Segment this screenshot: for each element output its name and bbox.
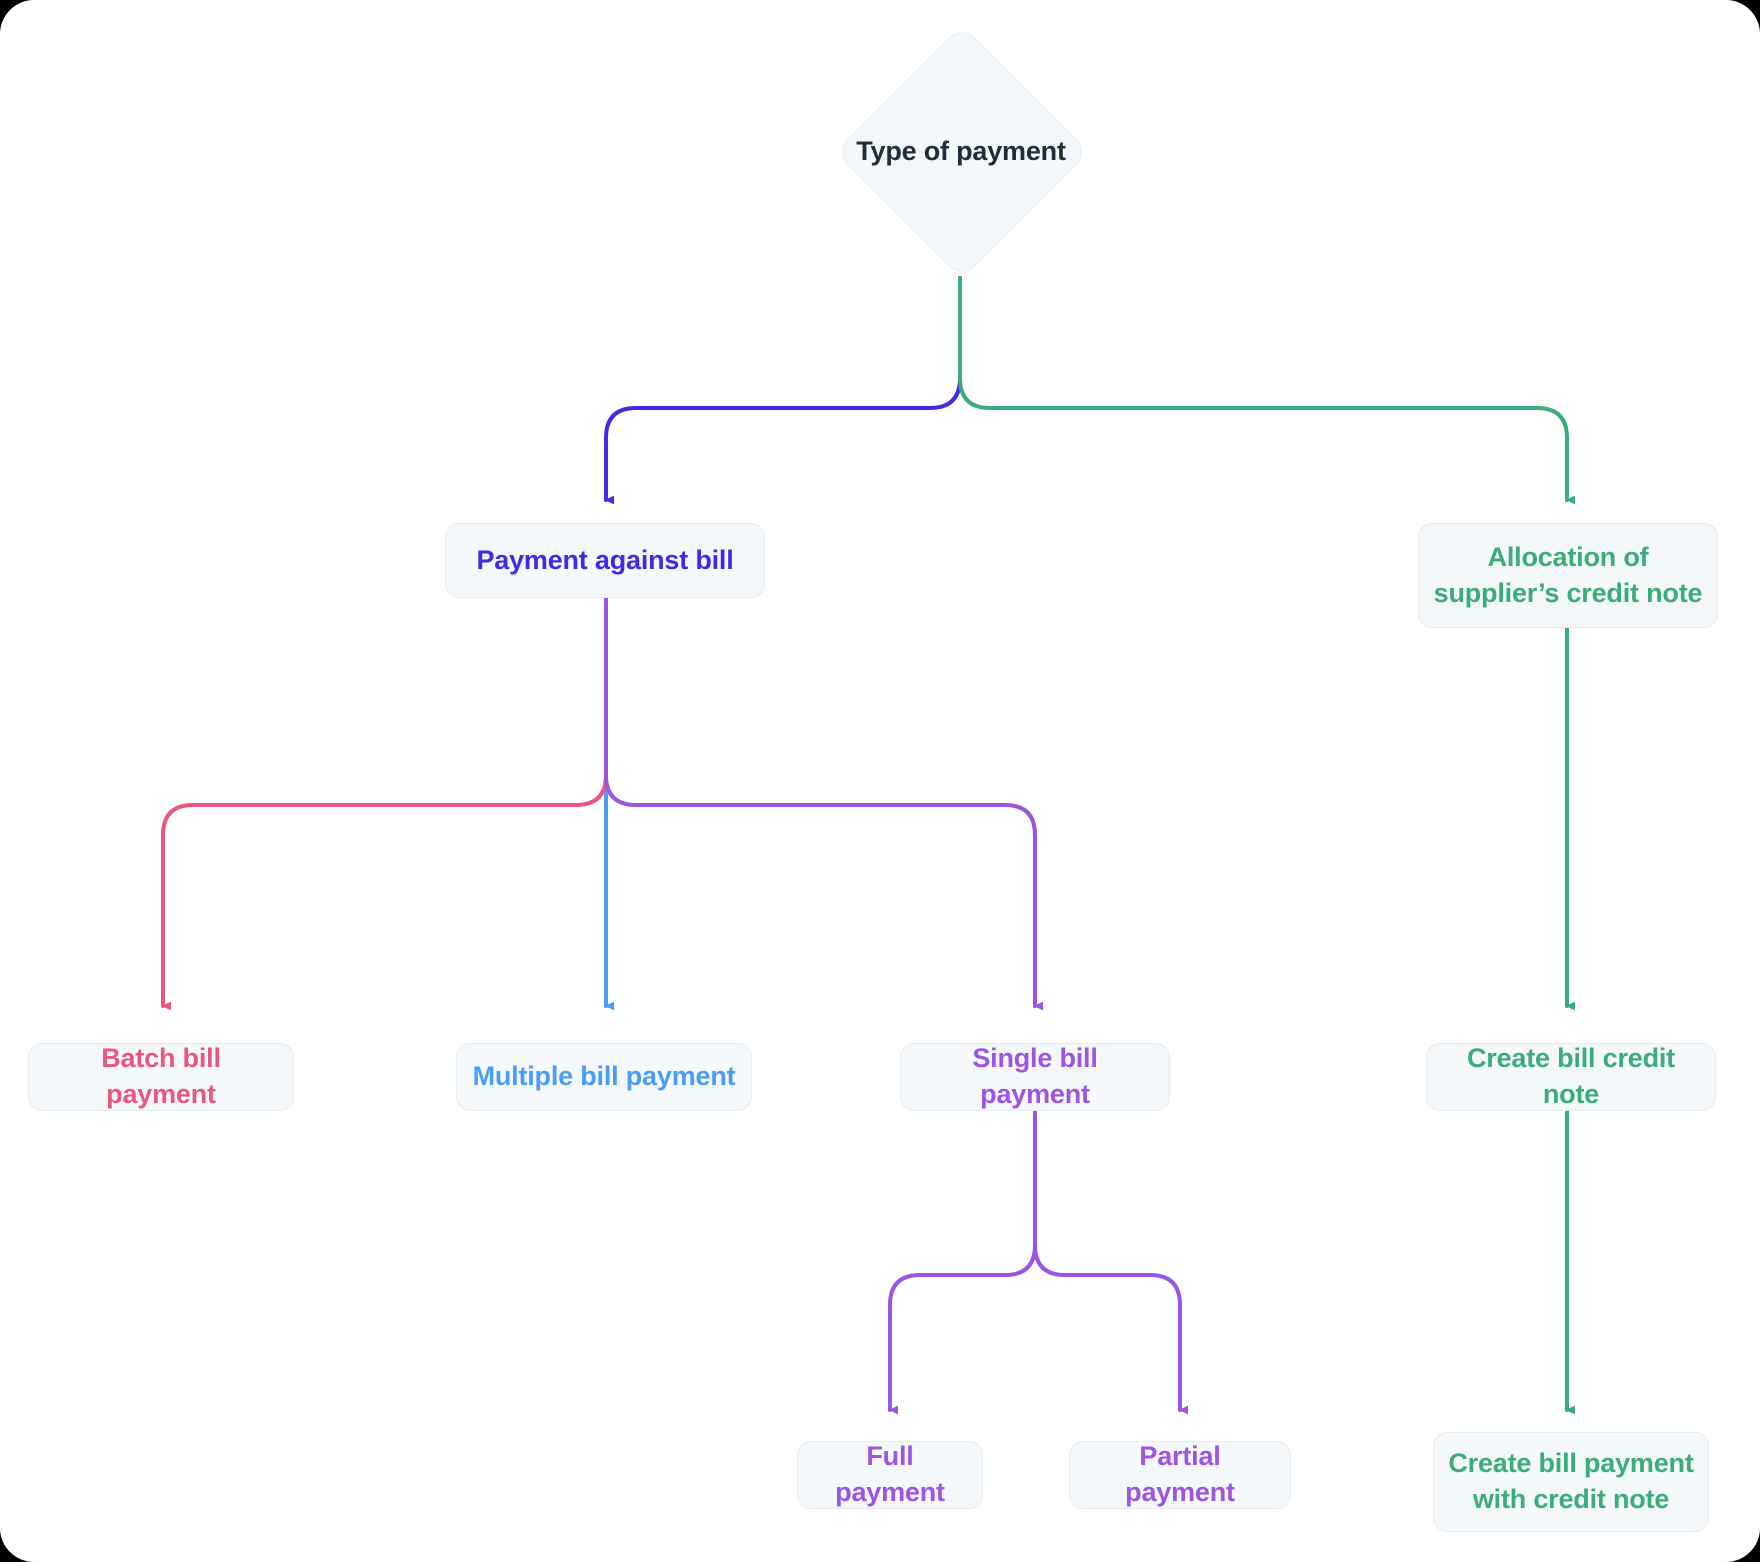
node-partial-payment[interactable]: Partial payment [1069,1441,1291,1509]
edge-payment-to-batch-bill-payment [161,596,608,1011]
edge-single-to-partial-payment [1033,1086,1188,1415]
node-create-bill-payment-with-credit-note[interactable]: Create bill payment with credit note [1433,1432,1709,1532]
node-label: Single bill payment [972,1043,1098,1109]
node-label: Partial payment [1125,1441,1235,1507]
edge-single-to-full-payment [888,1086,1037,1415]
node-label: Multiple bill payment [472,1061,736,1092]
node-label: Full payment [835,1441,945,1507]
decision-node-label: Type of payment [856,135,1066,166]
node-label: Batch bill payment [101,1043,221,1109]
node-multiple-bill-payment[interactable]: Multiple bill payment [456,1043,752,1111]
node-label: Payment against bill [476,544,734,575]
node-payment-against-bill[interactable]: Payment against bill [445,523,765,598]
node-full-payment[interactable]: Full payment [797,1441,983,1509]
edge-payment-to-single-bill-payment [604,596,1043,1011]
node-batch-bill-payment[interactable]: Batch bill payment [28,1043,294,1111]
edge-root-to-payment-against-bill [604,276,962,505]
node-label: Create bill payment with credit note [1448,1448,1694,1514]
node-allocation-of-suppliers-credit-note[interactable]: Allocation of supplier’s credit note [1418,523,1718,628]
node-label: Allocation of supplier’s credit note [1433,541,1703,608]
edge-root-to-allocation [958,276,1575,505]
node-single-bill-payment[interactable]: Single bill payment [900,1043,1170,1111]
decision-node-type-of-payment[interactable]: Type of payment [834,24,1090,280]
node-label: Create bill credit note [1467,1043,1675,1109]
node-create-bill-credit-note[interactable]: Create bill credit note [1426,1043,1716,1111]
